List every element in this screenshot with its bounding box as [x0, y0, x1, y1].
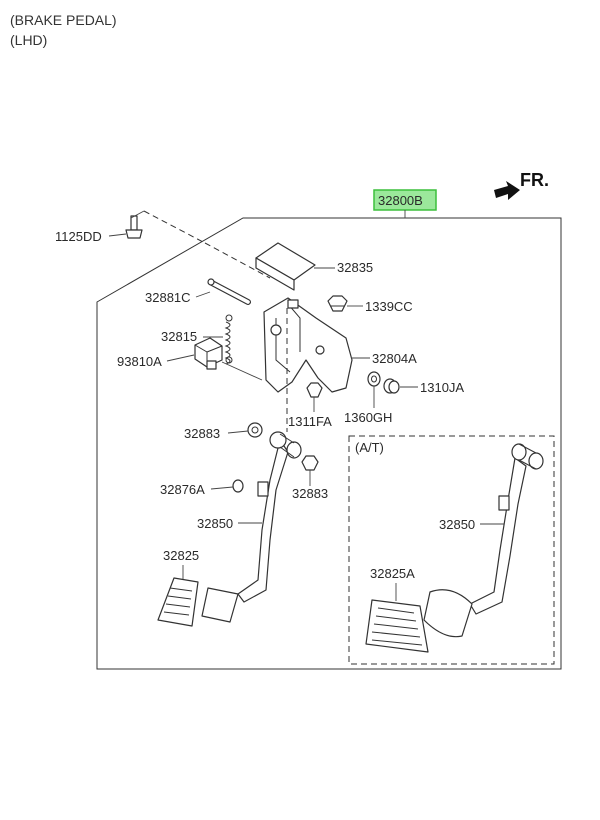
nut-1311fa-icon	[306, 382, 323, 412]
front-direction-arrow-icon	[494, 181, 520, 200]
leader-32876a	[210, 486, 234, 490]
callout-32825[interactable]: 32825	[163, 548, 199, 563]
callout-1310ja[interactable]: 1310JA	[420, 380, 464, 395]
bolt-1125dd-icon	[125, 210, 206, 244]
diagram-subtitle: (LHD)	[10, 32, 48, 48]
callout-32804a[interactable]: 32804A	[372, 351, 417, 366]
callout-32883-lower[interactable]: 32883	[292, 486, 328, 501]
callout-1311fa[interactable]: 1311FA	[288, 414, 332, 429]
callout-32881c[interactable]: 32881C	[145, 290, 191, 305]
leader-32883-upper	[227, 430, 249, 434]
diagram-title: (BRAKE PEDAL)	[10, 12, 117, 28]
return-spring-32815-icon	[224, 314, 233, 365]
washer-1360gh-icon	[367, 371, 381, 408]
at-variant-box	[348, 435, 555, 665]
brake-pedal-arm-mt-icon	[201, 431, 302, 623]
pivot-pin-32881c-icon	[207, 278, 251, 305]
at-variant-label: (A/T)	[355, 440, 384, 455]
front-direction-label: FR.	[520, 170, 549, 190]
callout-32850-at[interactable]: 32850	[439, 517, 475, 532]
pedal-pad-32825a-icon	[365, 599, 429, 653]
callout-32850-mt[interactable]: 32850	[197, 516, 233, 531]
callout-1360gh[interactable]: 1360GH	[344, 410, 392, 425]
callout-1125dd[interactable]: 1125DD	[55, 229, 102, 244]
leader-93810a	[166, 354, 195, 362]
callout-32815[interactable]: 32815	[161, 329, 197, 344]
assembly-part-number[interactable]: 32800B	[378, 193, 423, 208]
pedal-pad-32825-icon	[157, 577, 199, 627]
bushing-32883-upper-icon	[247, 422, 263, 438]
brake-pedal-arm-at-icon	[423, 443, 544, 638]
stop-lamp-switch-93810a-icon	[194, 337, 263, 381]
bracket-plate-32835-icon	[204, 242, 316, 291]
nut-32883-lower-icon	[301, 455, 319, 486]
callout-32835[interactable]: 32835	[337, 260, 373, 275]
callout-32876a[interactable]: 32876A	[160, 482, 205, 497]
callout-93810a[interactable]: 93810A	[117, 354, 162, 369]
nut-1339cc-icon	[327, 295, 348, 312]
callout-32825a[interactable]: 32825A	[370, 566, 415, 581]
leader-32881c	[195, 291, 211, 298]
stopper-32876a-icon	[232, 479, 244, 493]
pedal-bracket-icon	[263, 297, 353, 432]
callout-1339cc[interactable]: 1339CC	[365, 299, 413, 314]
assembly-frame	[96, 217, 562, 670]
leader-1125dd	[108, 233, 127, 237]
callout-32883-upper[interactable]: 32883	[184, 426, 220, 441]
bushing-1310ja-icon	[383, 378, 400, 394]
